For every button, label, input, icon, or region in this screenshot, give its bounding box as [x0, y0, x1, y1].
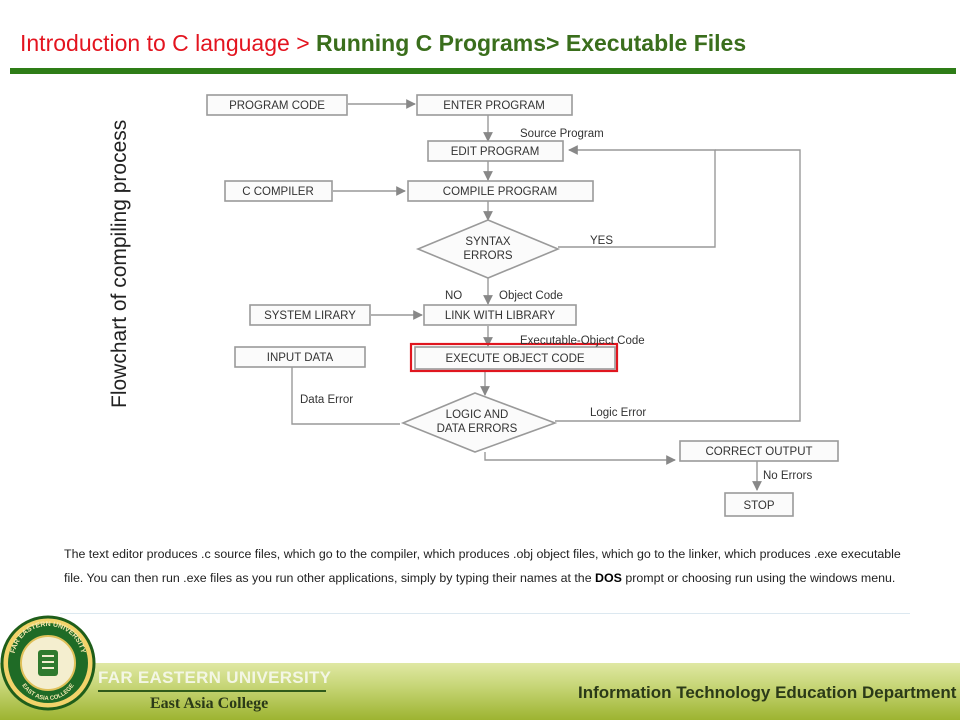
description-part2: prompt or choosing run using the windows…	[621, 571, 896, 585]
title-prefix: Introduction to C language	[20, 30, 290, 56]
box-edit-program-frame	[427, 140, 564, 162]
note-executable-object-code: Executable-Object Code	[520, 335, 645, 347]
box-correct-output-frame	[679, 440, 839, 462]
arrow-logic-to-output	[484, 452, 676, 465]
diamond-syntax-frame	[415, 219, 561, 279]
box-program-code-frame	[206, 94, 348, 116]
highlight-execute-object-code	[409, 342, 619, 373]
box-execute-object-frame	[414, 346, 616, 370]
box-input-data: INPUT DATA	[267, 352, 334, 364]
box-input-data-frame	[234, 346, 366, 368]
note-data-error: Data Error	[300, 394, 353, 406]
note-no-errors: No Errors	[763, 470, 812, 482]
title-separator: >	[289, 30, 317, 56]
box-stop: STOP	[743, 500, 774, 512]
diamond-syntax-line1: SYNTAX	[465, 236, 510, 248]
box-execute-object-code: EXECUTE OBJECT CODE	[445, 353, 584, 365]
flowchart-vertical-title: Flowchart of compiling process	[108, 120, 131, 408]
description-divider	[60, 613, 910, 614]
note-object-code: Object Code	[499, 290, 563, 302]
note-source-program: Source Program	[520, 128, 604, 140]
description-bold-dos: DOS	[595, 571, 622, 585]
box-link-with-library: LINK WITH LIBRARY	[445, 310, 556, 322]
box-system-library-frame	[249, 304, 371, 326]
box-compile-program: COMPILE PROGRAM	[443, 186, 557, 198]
diamond-logic-frame	[400, 392, 558, 453]
box-correct-output: CORRECT OUTPUT	[705, 446, 812, 458]
title-topic: Running C Programs> Executable Files	[316, 30, 747, 56]
box-stop-frame	[724, 492, 794, 517]
arrow-input-to-logic	[291, 366, 400, 425]
box-c-compiler: C COMPILER	[242, 186, 314, 198]
flowchart-title: Flowchart of compiling process	[108, 120, 131, 408]
box-system-library: SYSTEM LIRARY	[264, 310, 356, 322]
note-no: NO	[445, 290, 462, 302]
title-divider	[10, 68, 956, 74]
box-edit-program: EDIT PROGRAM	[451, 146, 540, 158]
box-compile-program-frame	[407, 180, 594, 202]
diamond-logic-line1: LOGIC AND	[446, 409, 509, 421]
box-c-compiler-frame	[224, 180, 333, 202]
compiling-flowchart: Flowchart of compiling process PROGR	[108, 94, 839, 517]
footer-university-name: FAR EASTERN UNIVERSITY	[98, 668, 332, 687]
footer-department: Information Technology Education Departm…	[578, 683, 957, 702]
description-paragraph: The text editor produces .c source files…	[64, 542, 910, 590]
box-link-library-frame	[423, 304, 577, 326]
note-yes: YES	[590, 235, 613, 247]
footer-college-name: East Asia College	[150, 695, 269, 712]
diamond-syntax-line2: ERRORS	[463, 250, 513, 262]
box-enter-program-frame	[416, 94, 573, 116]
diamond-logic-line2: DATA ERRORS	[437, 423, 518, 435]
description-part1: The text editor produces .c source files…	[64, 547, 901, 585]
university-seal-icon: FAR EASTERN UNIVERSITY EAST ASIA COLLEGE	[0, 615, 96, 711]
page-title: Introduction to C language > Running C P…	[20, 30, 746, 57]
box-program-code: PROGRAM CODE	[229, 100, 325, 112]
footer-university-rule	[98, 690, 326, 692]
arrow-syntax-yes-loop	[558, 145, 716, 248]
note-logic-error: Logic Error	[590, 407, 646, 419]
box-enter-program: ENTER PROGRAM	[443, 100, 545, 112]
arrow-logic-error-loop	[555, 149, 801, 422]
